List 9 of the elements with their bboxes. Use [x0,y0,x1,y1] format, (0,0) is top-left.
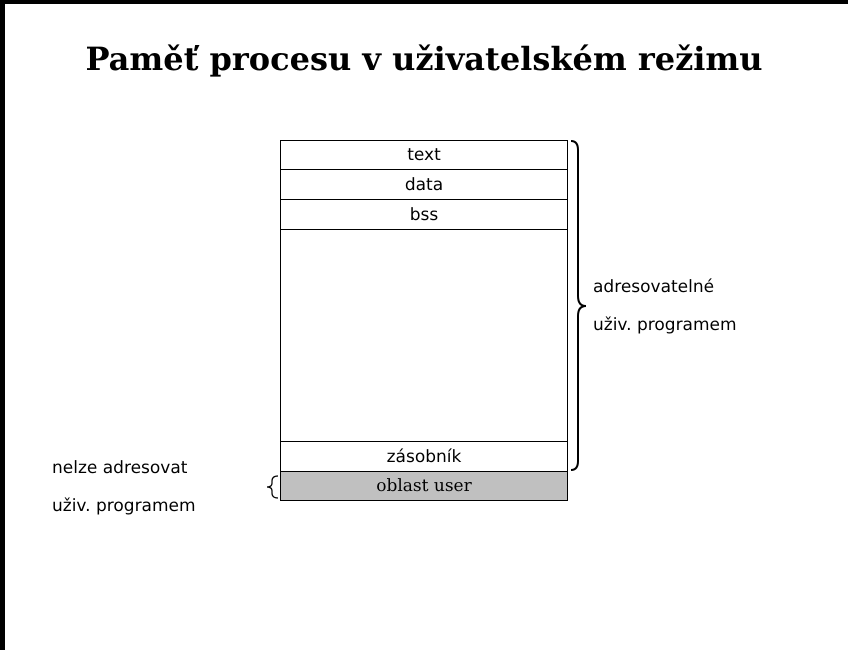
memory-segment: bss [280,199,568,230]
memory-segment: data [280,169,568,200]
annotation-text: nelze adresovat uživ. programem [52,457,197,518]
memory-segment: text [280,140,568,170]
memory-segment: oblast user [280,471,568,501]
memory-segment: zásobník [280,441,568,472]
memory-segment [280,229,568,442]
title: Paměť procesu v uživatelském režimu [84,40,764,78]
annotation-text: adresovatelné uživ. programem [593,276,738,337]
